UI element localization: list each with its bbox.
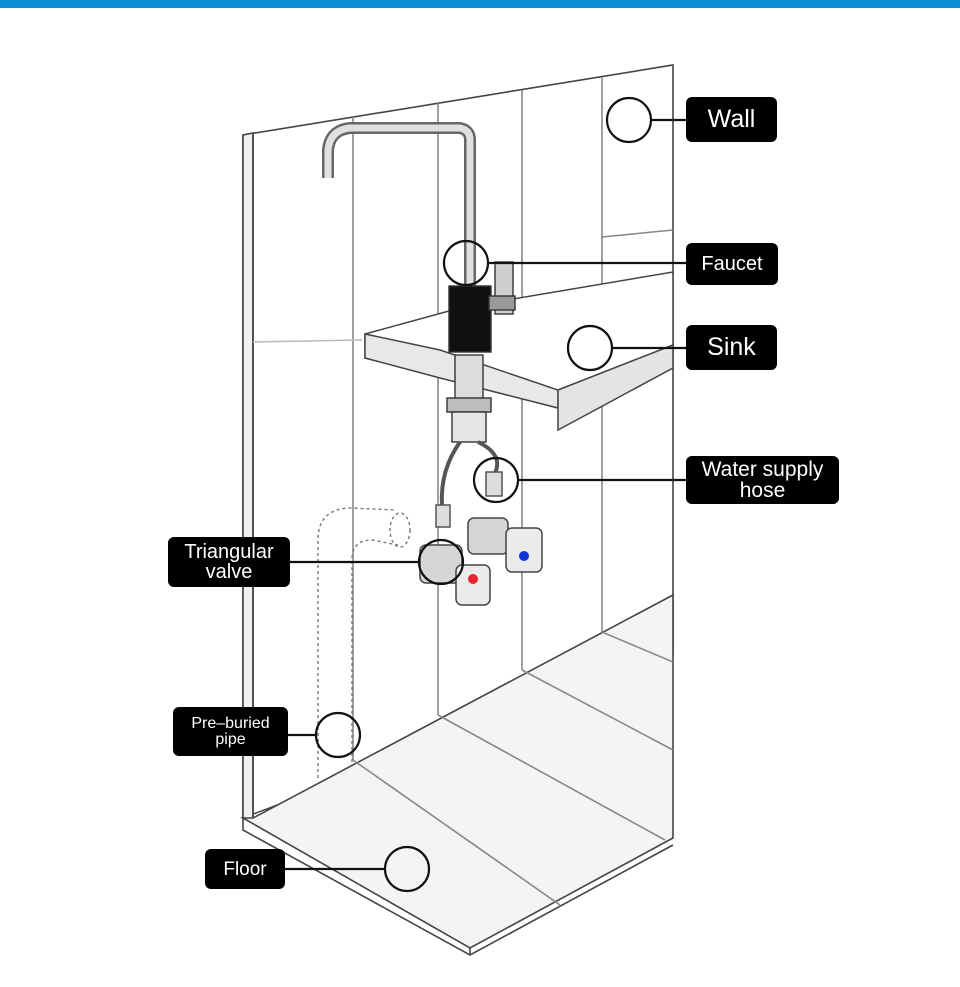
label-pipe-line1: Pre–buried <box>191 714 270 732</box>
label-floor: Floor <box>205 849 285 889</box>
triangular-valves <box>419 517 543 606</box>
label-triangular-valve: Triangular valve <box>168 537 290 587</box>
label-wall-text: Wall <box>707 105 756 133</box>
top-accent-bar <box>0 0 960 8</box>
floor-structure <box>239 593 674 956</box>
label-hose-line2: hose <box>739 479 786 502</box>
label-valve-line2: valve <box>205 561 253 583</box>
label-faucet: Faucet <box>686 243 778 285</box>
label-water-supply-hose: Water supply hose <box>686 456 839 504</box>
pre-buried-pipe-shape <box>317 507 411 778</box>
label-pipe-line2: pipe <box>215 730 246 748</box>
label-pre-buried-pipe: Pre–buried pipe <box>173 707 288 756</box>
callout-leaders <box>285 96 688 893</box>
label-sink-text: Sink <box>707 333 756 361</box>
supply-hoses <box>435 440 503 528</box>
label-wall: Wall <box>686 97 777 142</box>
label-faucet-text: Faucet <box>701 253 763 275</box>
label-valve-line1: Triangular <box>184 541 274 563</box>
label-sink: Sink <box>686 325 777 370</box>
label-hose-line1: Water supply <box>701 458 824 481</box>
label-floor-text: Floor <box>223 858 267 880</box>
